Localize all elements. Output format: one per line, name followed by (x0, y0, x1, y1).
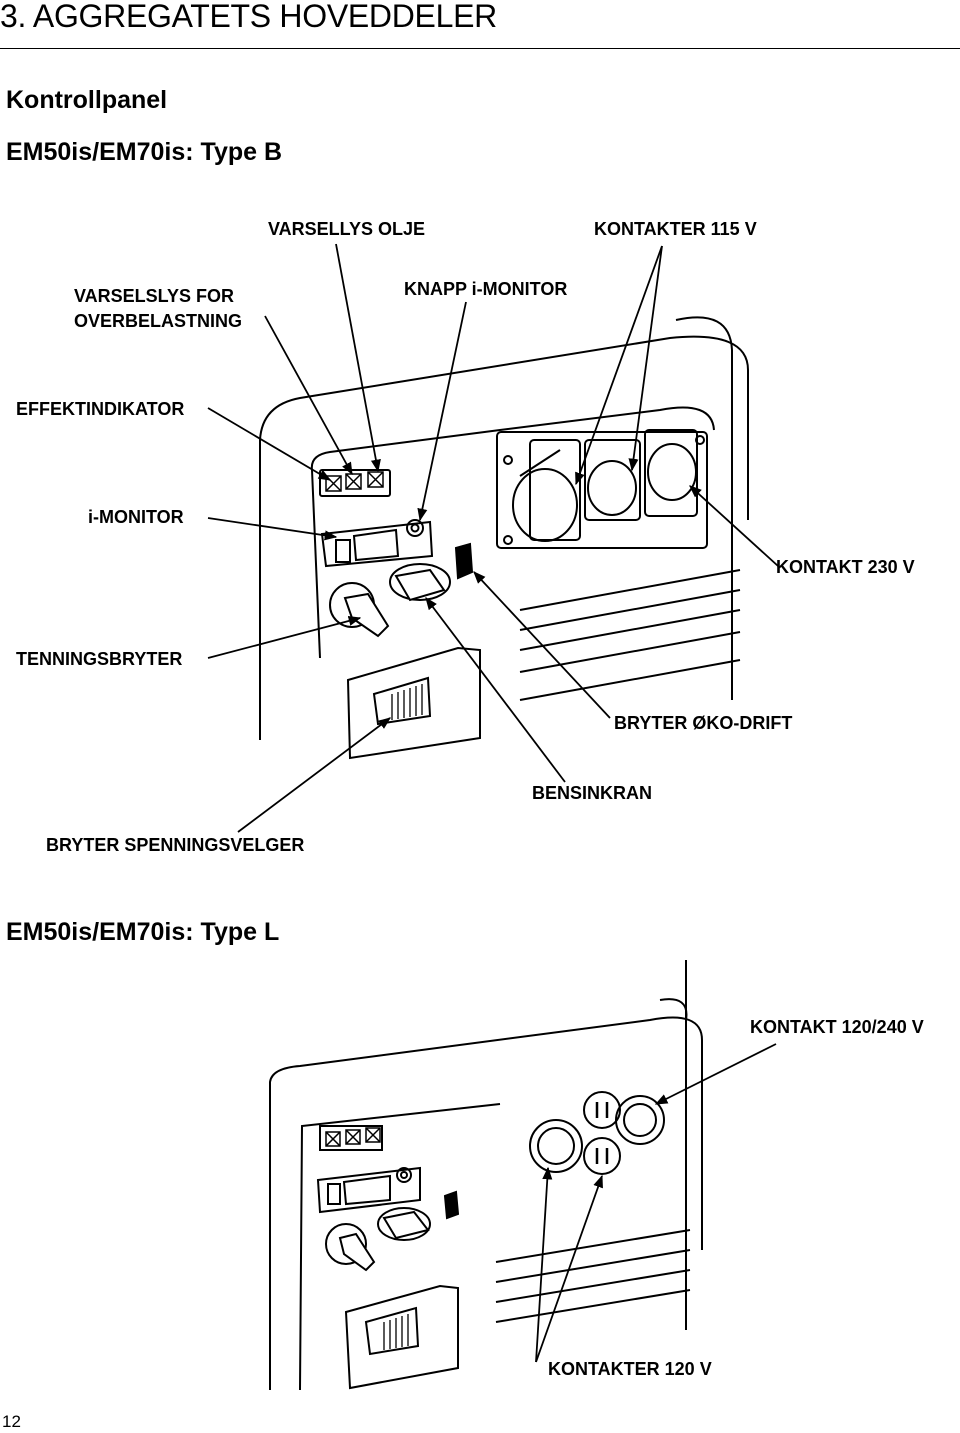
type-b-heading: EM50is/EM70is: Type B (6, 138, 283, 166)
subtitle: Kontrollpanel (6, 86, 168, 114)
label-fuel-valve: BENSINKRAN (532, 783, 653, 803)
type-l-heading: EM50is/EM70is: Type L (6, 918, 280, 946)
label-voltage-selector: BRYTER SPENNINGSVELGER (46, 835, 305, 855)
label-overload-warning: VARSELSLYS FOR OVERBELASTNING (74, 286, 243, 331)
label-imonitor-button: KNAPP i-MONITOR (404, 279, 568, 299)
label-oil-warning: VARSELLYS OLJE (268, 219, 426, 239)
type-l-panel (269, 960, 703, 1391)
label-outlets-120: KONTAKTER 120 V (548, 1359, 712, 1379)
section-title: 3. AGGREGATETS HOVEDDELER (0, 0, 497, 34)
label-ignition-switch: TENNINGSBRYTER (16, 649, 183, 669)
label-imonitor: i-MONITOR (88, 507, 184, 527)
label-outlet-230: KONTAKT 230 V (776, 557, 915, 577)
title-rule (0, 48, 960, 49)
type-b-panel (259, 316, 749, 760)
label-eco-switch: BRYTER ØKO-DRIFT (614, 713, 793, 733)
label-outlets-115: KONTAKTER 115 V (594, 219, 757, 239)
page-number: 12 (2, 1412, 21, 1431)
label-outlet-120-240: KONTAKT 120/240 V (750, 1017, 924, 1037)
label-power-indicator: EFFEKTINDIKATOR (16, 399, 185, 419)
